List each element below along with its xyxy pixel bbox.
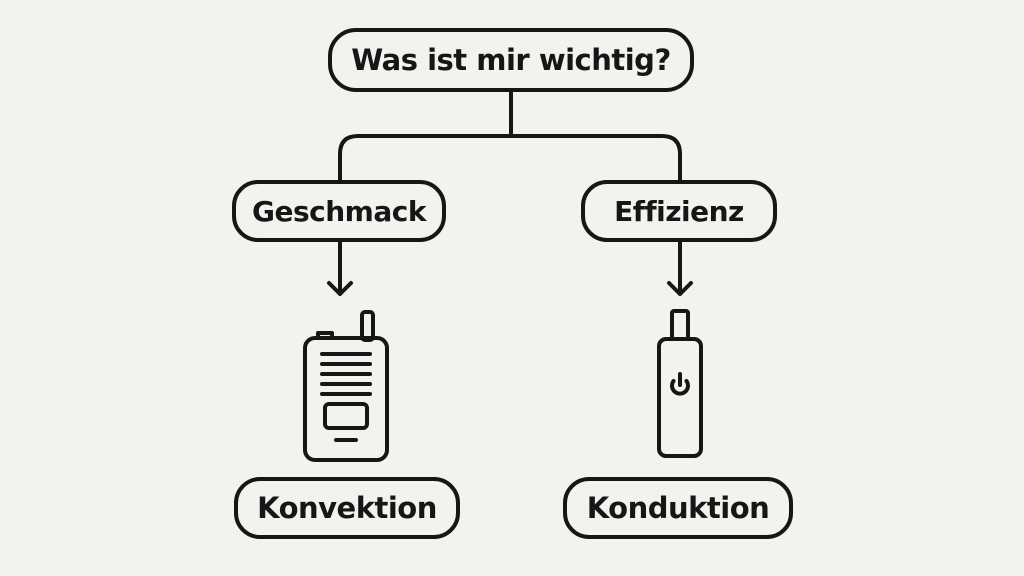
arrow-down-right bbox=[667, 240, 693, 296]
arrow-down-left bbox=[327, 240, 353, 296]
result-node-right: Konduktion bbox=[563, 477, 793, 539]
option-label-right: Effizienz bbox=[614, 194, 744, 228]
connector-branch-left bbox=[338, 134, 513, 182]
option-node-left: Geschmack bbox=[232, 180, 446, 242]
desktop-vaporizer-icon bbox=[303, 310, 389, 462]
result-label-left: Konvektion bbox=[257, 491, 437, 525]
option-label-left: Geschmack bbox=[252, 194, 426, 228]
pen-vaporizer-icon bbox=[657, 309, 703, 458]
question-label: Was ist mir wichtig? bbox=[351, 43, 671, 77]
result-node-left: Konvektion bbox=[234, 477, 460, 539]
result-label-right: Konduktion bbox=[586, 491, 770, 525]
question-node: Was ist mir wichtig? bbox=[328, 28, 694, 92]
connector-branch-right bbox=[509, 134, 682, 182]
option-node-right: Effizienz bbox=[581, 180, 777, 242]
